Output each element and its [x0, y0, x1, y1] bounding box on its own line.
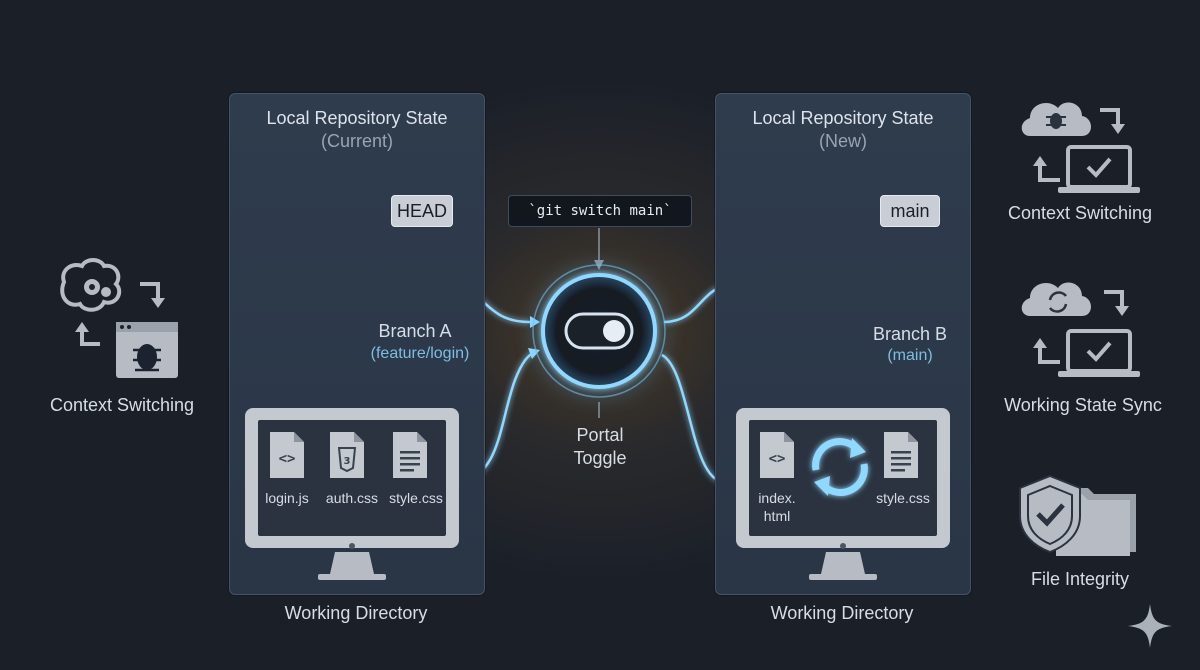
shield-check-icon — [1019, 474, 1081, 554]
brain-gear-icon — [60, 258, 122, 312]
branch-b-sub: (main) — [887, 347, 933, 364]
branch-a-sub: (feature/login) — [370, 345, 470, 362]
file-style-css-new: style.css — [876, 490, 930, 506]
text-file-icon — [884, 432, 918, 478]
laptop-check-icon — [1058, 329, 1140, 377]
sparkle-icon — [1128, 604, 1172, 648]
swap-arrows-icon — [75, 282, 165, 346]
head-pointer-tag: HEAD — [391, 195, 453, 227]
working-state-sync-label: Working State Sync — [1004, 395, 1162, 415]
right-context-switching-label: Context Switching — [1007, 203, 1153, 223]
left-panel-title: Local Repository State — [266, 108, 448, 128]
file-login-js: login.js — [265, 490, 309, 506]
sync-icon — [812, 438, 868, 496]
file-integrity-label: File Integrity — [1030, 569, 1130, 589]
right-working-directory-label: Working Directory — [770, 603, 914, 623]
toggle-knob — [603, 320, 625, 342]
right-panel-subtitle: (New) — [819, 131, 867, 151]
css-file-icon: 3 — [330, 432, 364, 478]
code-file-icon: <> — [760, 432, 794, 478]
main-pointer-tag: main — [880, 195, 940, 227]
code-file-icon: <> — [270, 432, 304, 478]
branch-a-label: Branch A — [378, 321, 452, 341]
laptop-check-icon — [1058, 145, 1140, 193]
text-file-icon — [393, 432, 427, 478]
swap-arrows-icon — [1033, 108, 1125, 182]
cloud-sync-icon — [1021, 282, 1091, 316]
flow-arrow-toggle-to-files — [661, 353, 725, 484]
left-working-directory-label: Working Directory — [284, 603, 428, 623]
cloud-bug-icon — [1021, 102, 1091, 136]
swap-arrows-icon — [1033, 290, 1129, 364]
git-command-box: `git switch main` — [508, 195, 692, 227]
portal-toggle-label-1: Portal — [576, 425, 624, 445]
file-index-html-line1: index. — [758, 490, 796, 506]
right-panel-title: Local Repository State — [752, 108, 934, 128]
left-panel-subtitle: (Current) — [320, 131, 393, 151]
svg-text:<>: <> — [769, 451, 786, 467]
portal-toggle-label-2: Toggle — [573, 448, 627, 468]
file-auth-css: auth.css — [325, 490, 379, 506]
file-style-css: style.css — [389, 490, 443, 506]
svg-text:3: 3 — [344, 456, 351, 467]
left-context-switching-label: Context Switching — [49, 395, 195, 415]
branch-b-label: Branch B — [872, 324, 948, 344]
svg-text:<>: <> — [279, 451, 296, 467]
file-index-html-line2: html — [763, 508, 791, 524]
bug-window-icon — [116, 322, 178, 378]
